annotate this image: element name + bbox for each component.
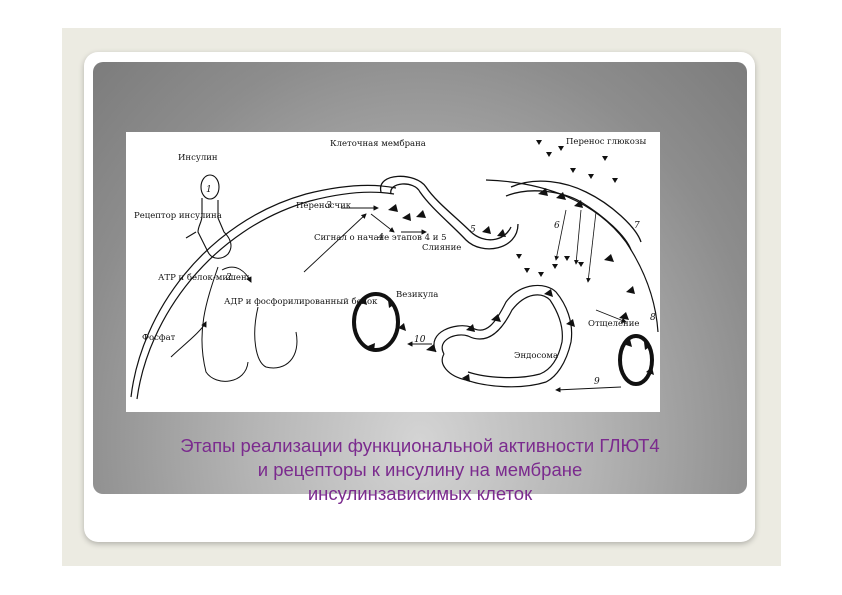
step-1: 1 bbox=[206, 185, 212, 195]
label-insulin: Инсулин bbox=[178, 153, 218, 163]
step-5: 5 bbox=[470, 225, 476, 235]
caption-line-2: и рецепторы к инсулину на мембране bbox=[93, 458, 747, 482]
step-2: 2 bbox=[225, 273, 232, 283]
glucose-arrows bbox=[556, 210, 596, 282]
label-fusion: Слияние bbox=[422, 243, 461, 253]
transporters bbox=[388, 188, 635, 320]
caption-line-1: Этапы реализации функциональной активнос… bbox=[93, 434, 747, 458]
step-7: 7 bbox=[634, 221, 640, 231]
glut4-diagram: Инсулин Клеточная мембрана Перенос глюко… bbox=[126, 132, 660, 412]
label-adp: АДР и фосфорилированный белок bbox=[224, 296, 378, 307]
step-9: 9 bbox=[594, 377, 600, 387]
label-transporter: Переносчик bbox=[296, 201, 352, 211]
caption-line-3: инсулинзависимых клеток bbox=[93, 482, 747, 506]
label-phosphate: Фосфат bbox=[142, 333, 176, 343]
step-6: 6 bbox=[554, 221, 560, 231]
detached-vesicle bbox=[620, 336, 654, 384]
label-detach: Отщеление bbox=[588, 319, 639, 329]
step-10: 10 bbox=[414, 335, 426, 345]
glucose-molecules bbox=[516, 140, 618, 277]
endosome-transporters bbox=[426, 289, 575, 382]
step-4: 4 bbox=[377, 233, 384, 243]
step-8: 8 bbox=[650, 313, 656, 323]
label-membrane: Клеточная мембрана bbox=[330, 138, 426, 149]
label-vesicle: Везикула bbox=[396, 290, 438, 300]
label-receptor: Рецептор инсулина bbox=[134, 211, 222, 221]
label-endosome: Эндосома bbox=[514, 351, 558, 361]
label-glucose-transport: Перенос глюкозы bbox=[566, 137, 646, 147]
label-atp: АТР и белок-мишень bbox=[158, 272, 252, 283]
slide-caption: Этапы реализации функциональной активнос… bbox=[93, 434, 747, 506]
step-3: 3 bbox=[326, 201, 332, 211]
endosome bbox=[434, 285, 572, 386]
phosphorylation-cycle bbox=[171, 267, 297, 381]
